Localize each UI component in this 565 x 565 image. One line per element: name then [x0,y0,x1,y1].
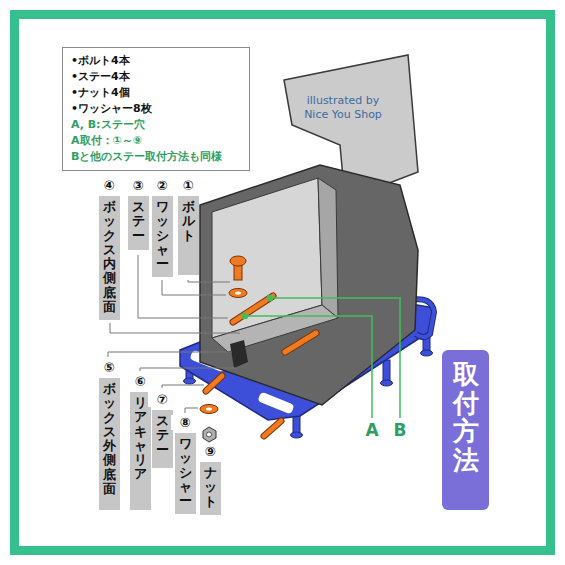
rear-carrier-part [421,350,433,356]
callout-number: ② [148,178,177,193]
part-label-box: ③ステー [128,196,149,250]
part-label-box: ⑨ナット [200,462,221,515]
part-name: ボックス内側底面 [103,200,116,314]
hardware-part [229,289,247,298]
note-line: •ステー4本 [71,69,241,85]
hardware-part [230,340,248,368]
part-name: ステー [132,200,145,243]
title-text: 取付方法 [453,360,479,474]
storage-box-part [318,178,338,318]
part-label-box: ②ワッシャー [152,196,173,277]
part-label-box: ⑥リアキャリア [130,392,151,510]
storage-box-part [200,165,418,405]
part-label-box: ⑦ステー [152,410,173,468]
parts-list-box: •ボルト4本•ステー4本•ナット4個•ワッシャー8枚A, B:ステー穴A取付：①… [62,47,250,171]
part-name: ステー [156,414,169,457]
part-name: ボルト [182,200,195,243]
hardware-part [200,405,218,414]
watermark: illustrated by Nice You Shop [297,94,389,122]
hardware-part [206,376,222,391]
leader-lines-part [140,368,236,371]
note-line: Bと他のステー取付方法も同様 [71,149,241,165]
part-label-box: ④ボックス内側底面 [99,196,120,320]
rear-carrier-part [383,360,390,382]
hardware-part [235,292,241,295]
leader-lines-part [108,352,232,357]
callout-number: ① [174,178,203,193]
note-line: •ボルト4本 [71,53,241,69]
hardware-part [206,408,212,411]
hardware-part [233,296,273,322]
hardware-part [264,421,281,436]
part-label-box: ⑧ワッシャー [175,433,196,514]
part-name: リアキャリア [134,396,147,482]
hardware-part [207,432,212,437]
stay-hole-markers-part [268,296,273,301]
part-label-box: ①ボルト [178,196,199,275]
part-name: ボックス外側底面 [103,382,116,496]
hardware-part [233,296,273,322]
hardware [200,256,316,442]
part-name: ワッシャー [179,437,192,508]
leader-lines-part [188,280,230,282]
stay-hole-markers-part [245,316,372,418]
rear-carrier-part [184,378,196,384]
stay-hole-letter: B [392,421,409,439]
stay-hole-letter: A [363,421,380,439]
callout-number: ⑧ [171,415,200,430]
leader-lines [108,255,240,413]
hardware-part [230,256,246,266]
storage-box [200,165,418,405]
stay-hole-markers-part [243,314,248,319]
callout-number: ④ [95,178,124,193]
callout-number: ⑦ [148,392,177,407]
callout-number: ⑥ [126,374,155,389]
part-label-box: ⑤ボックス外側底面 [99,378,120,510]
stay-hole-markers [243,296,401,419]
stay-hole-markers-part [270,298,400,418]
rear-carrier-part [291,432,303,438]
note-line: A取付：①～⑨ [71,133,241,149]
leader-lines-part [185,408,198,413]
rear-carrier-part [381,380,393,386]
title-tag: 取付方法 [442,350,489,510]
hardware-part [285,333,316,352]
hardware-part [203,427,216,442]
note-line: •ワッシャー8枚 [71,101,241,117]
leader-lines-part [110,323,240,333]
note-line: A, B:ステー穴 [71,117,241,133]
callout-number: ⑤ [95,360,124,375]
part-name: ワッシャー [156,200,169,271]
leader-lines-part [162,385,204,388]
hardware-part [285,333,316,352]
hardware-part [206,376,222,391]
note-line: •ナット4個 [71,85,241,101]
hardware-part [264,421,281,436]
part-name: ナット [204,466,217,509]
callout-number: ⑨ [196,444,225,459]
rear-carrier-part [257,392,294,415]
